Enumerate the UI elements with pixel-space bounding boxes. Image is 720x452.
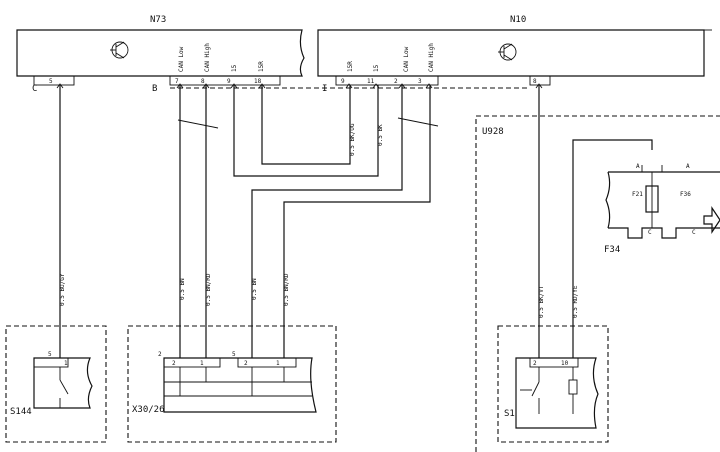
wire-w4-path (251, 85, 403, 358)
label-f36: F36 (680, 191, 691, 198)
pin-s144-1: 1 (64, 360, 68, 367)
wire-w9-path (572, 139, 653, 358)
connector-label-n73-b: B (152, 84, 157, 94)
signal-n10-2: CAN Low (403, 46, 410, 72)
label-s144: S144 (10, 407, 32, 417)
pin-f34-a2: A (686, 163, 690, 170)
pin-x30-p1: 2 (172, 360, 176, 367)
transistor-icon (110, 41, 129, 59)
pin-f34-a: A (636, 163, 640, 170)
module-n73: N73 C B 5 7 8 9 18 CAN Low CAN High 15 1… (16, 15, 305, 94)
signal-n73-b7: CAN Low (178, 46, 185, 72)
label-f34: F34 (604, 245, 620, 255)
pin-n73-b7: 7 (175, 78, 179, 85)
label-u928: U928 (482, 127, 504, 137)
pin-s144-5: 5 (48, 351, 52, 358)
label-n73: N73 (150, 15, 166, 25)
pin-n73-9: 9 (227, 78, 231, 85)
switch-s1: 2 10 S1 (497, 325, 609, 443)
switch-s144: 5 1 S144 (5, 325, 107, 443)
pin-group-x30-1: 2 (158, 351, 162, 358)
wire-label-w9: 0.5 RD/YE (572, 285, 579, 318)
connector-label-n73-c: C (32, 84, 37, 94)
wire-label-w2: 0.5 BN (179, 278, 186, 300)
label-x30-26: X30/26 (132, 405, 165, 415)
pin-f34-c: C (648, 229, 652, 236)
signal-n73-9: 15 (231, 64, 238, 72)
pin-n73-c5: 5 (49, 78, 53, 85)
wire-label-w5: 0.5 BN/RD (283, 273, 290, 306)
wire-label-w8: 0.5 BK/VT (538, 285, 545, 318)
signal-n73-18: 15R (258, 61, 265, 72)
pin-n10-9: 9 (341, 78, 345, 85)
label-f21: F21 (632, 191, 643, 198)
pin-s1-p1: 2 (533, 360, 537, 367)
pin-n10-2: 2 (394, 78, 398, 85)
transistor-icon (498, 43, 517, 61)
pin-f34-c2: C (692, 229, 696, 236)
pin-n10-8: 8 (533, 78, 537, 85)
signal-n10-11: 15 (373, 64, 380, 72)
connector-x30-26: 2 5 2 1 2 1 X30/26 (127, 325, 337, 443)
connector-label-n10: I (322, 84, 327, 94)
pin-s1-p2: 10 (561, 360, 569, 367)
pin-x30-p3: 2 (244, 360, 248, 367)
label-n10: N10 (510, 15, 526, 25)
wire-labels: 0.5 BU/GY 0.5 BN 0.5 BN/RD 0.5 BN 0.5 BN… (59, 123, 579, 318)
pin-n73-18: 18 (254, 78, 262, 85)
label-s1: S1 (504, 409, 515, 419)
wire-label-w1: 0.5 BU/GY (59, 273, 66, 306)
pin-n73-b8: 8 (201, 78, 205, 85)
wire-w6-path (261, 85, 351, 165)
pin-group-x30-2: 5 (232, 351, 236, 358)
wire-w5-path (283, 85, 431, 358)
pin-arrows (56, 83, 543, 89)
signal-n73-b8: CAN High (204, 43, 211, 72)
wire-label-w7: 0.5 BK (377, 124, 384, 146)
signal-n10-9: 15R (347, 61, 354, 72)
wire-label-w3: 0.5 BN/RD (205, 273, 212, 306)
signal-n10-3: CAN High (428, 43, 435, 72)
pin-x30-p2: 1 (200, 360, 204, 367)
module-n10: N10 I 9 11 2 3 8 15R 15 CAN Low CAN High (317, 15, 712, 94)
wires (59, 85, 653, 358)
continuation-arrow-icon (703, 206, 720, 234)
wire-label-w6: 0.5 BK/OG (349, 123, 356, 156)
fuse-block-f34: A A C C F21 F36 F34 (604, 163, 720, 255)
wire-label-w4: 0.5 BN (251, 278, 258, 300)
wire-w7-path (233, 85, 379, 177)
pin-n10-3: 3 (418, 78, 422, 85)
region-u928: U928 (475, 115, 720, 452)
pin-x30-p4: 1 (276, 360, 280, 367)
pin-n10-11: 11 (367, 78, 375, 85)
